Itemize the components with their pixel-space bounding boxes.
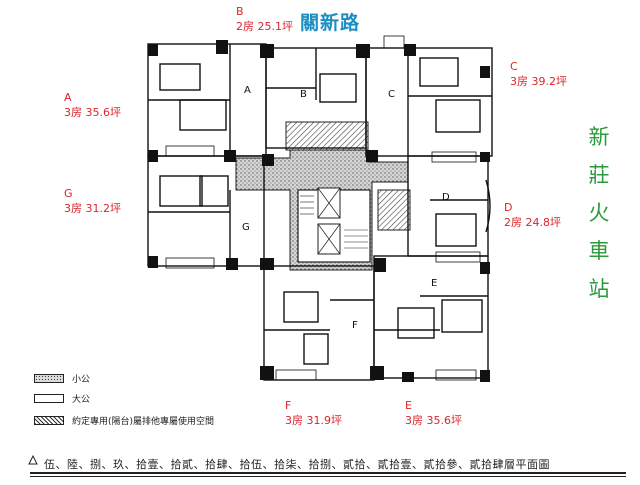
unit-callout-c: C 3房 39.2坪 [510,59,567,89]
legend-label: 小公 [72,375,91,385]
unit-letter: A [64,91,72,104]
road-label: 關新路 [300,12,361,34]
hatched-area [285,121,369,151]
legend-item-exclusive: 約定專用(陽台)屬排他專屬使用空間 [34,414,214,427]
unit-letter: G [64,187,73,200]
unit-detail: 2房 25.1坪 [236,20,293,33]
footer: 伍、陸、捌、玖、拾壹、拾貳、拾肆、拾伍、拾柒、拾捌、貳拾、貳拾壹、貳拾參、貳拾肆… [0,452,640,482]
plan-letter-b: B [300,89,307,100]
station-label: 新 莊 火 車 站 [586,118,612,308]
unit-e-outline [373,255,489,379]
plan-letter-d: D [442,192,450,203]
station-char: 新 [588,125,610,149]
legend-item-large-common: 大公 [34,392,90,405]
legend-item-small-common: 小公 [34,372,90,385]
plan-letter-c: C [388,89,395,100]
unit-detail: 3房 35.6坪 [405,414,462,427]
plan-letter-a: A [244,85,251,96]
floor-marker-icon [28,455,38,465]
footer-rule-thin [30,476,626,477]
footer-rule [30,472,626,474]
station-char: 站 [588,277,610,301]
unit-callout-g: G 3房 31.2坪 [64,186,121,216]
unit-detail: 3房 31.9坪 [285,414,342,427]
plan-letter-f: F [352,320,358,331]
unit-c-outline [365,47,493,157]
unit-callout-d: D 2房 24.8坪 [504,200,561,230]
unit-letter: F [285,399,292,412]
unit-detail: 3房 35.6坪 [64,106,121,119]
station-char: 莊 [588,163,610,187]
plan-letter-g: G [242,222,250,233]
station-char: 火 [588,201,610,225]
unit-detail: 3房 39.2坪 [510,75,567,88]
unit-letter: E [405,399,412,412]
unit-callout-b: B 2房 25.1坪 [236,4,293,34]
legend-label: 大公 [72,395,91,405]
unit-detail: 3房 31.2坪 [64,202,121,215]
plan-letter-e: E [431,278,437,289]
unit-callout-e: E 3房 35.6坪 [405,398,462,428]
legend-label: 約定專用(陽台)屬排他專屬使用空間 [72,417,215,427]
station-char: 車 [588,239,610,263]
hatch-swatch-icon [34,416,64,425]
dot-swatch-icon [34,374,64,383]
footer-title: 伍、陸、捌、玖、拾壹、拾貳、拾肆、拾伍、拾柒、拾捌、貳拾、貳拾壹、貳拾參、貳拾肆… [44,458,550,471]
plain-swatch-icon [34,394,64,403]
unit-detail: 2房 24.8坪 [504,216,561,229]
unit-letter: C [510,60,518,73]
unit-letter: D [504,201,513,214]
unit-callout-f: F 3房 31.9坪 [285,398,342,428]
unit-letter: B [236,5,244,18]
hatched-area [377,189,411,231]
unit-callout-a: A 3房 35.6坪 [64,90,121,120]
